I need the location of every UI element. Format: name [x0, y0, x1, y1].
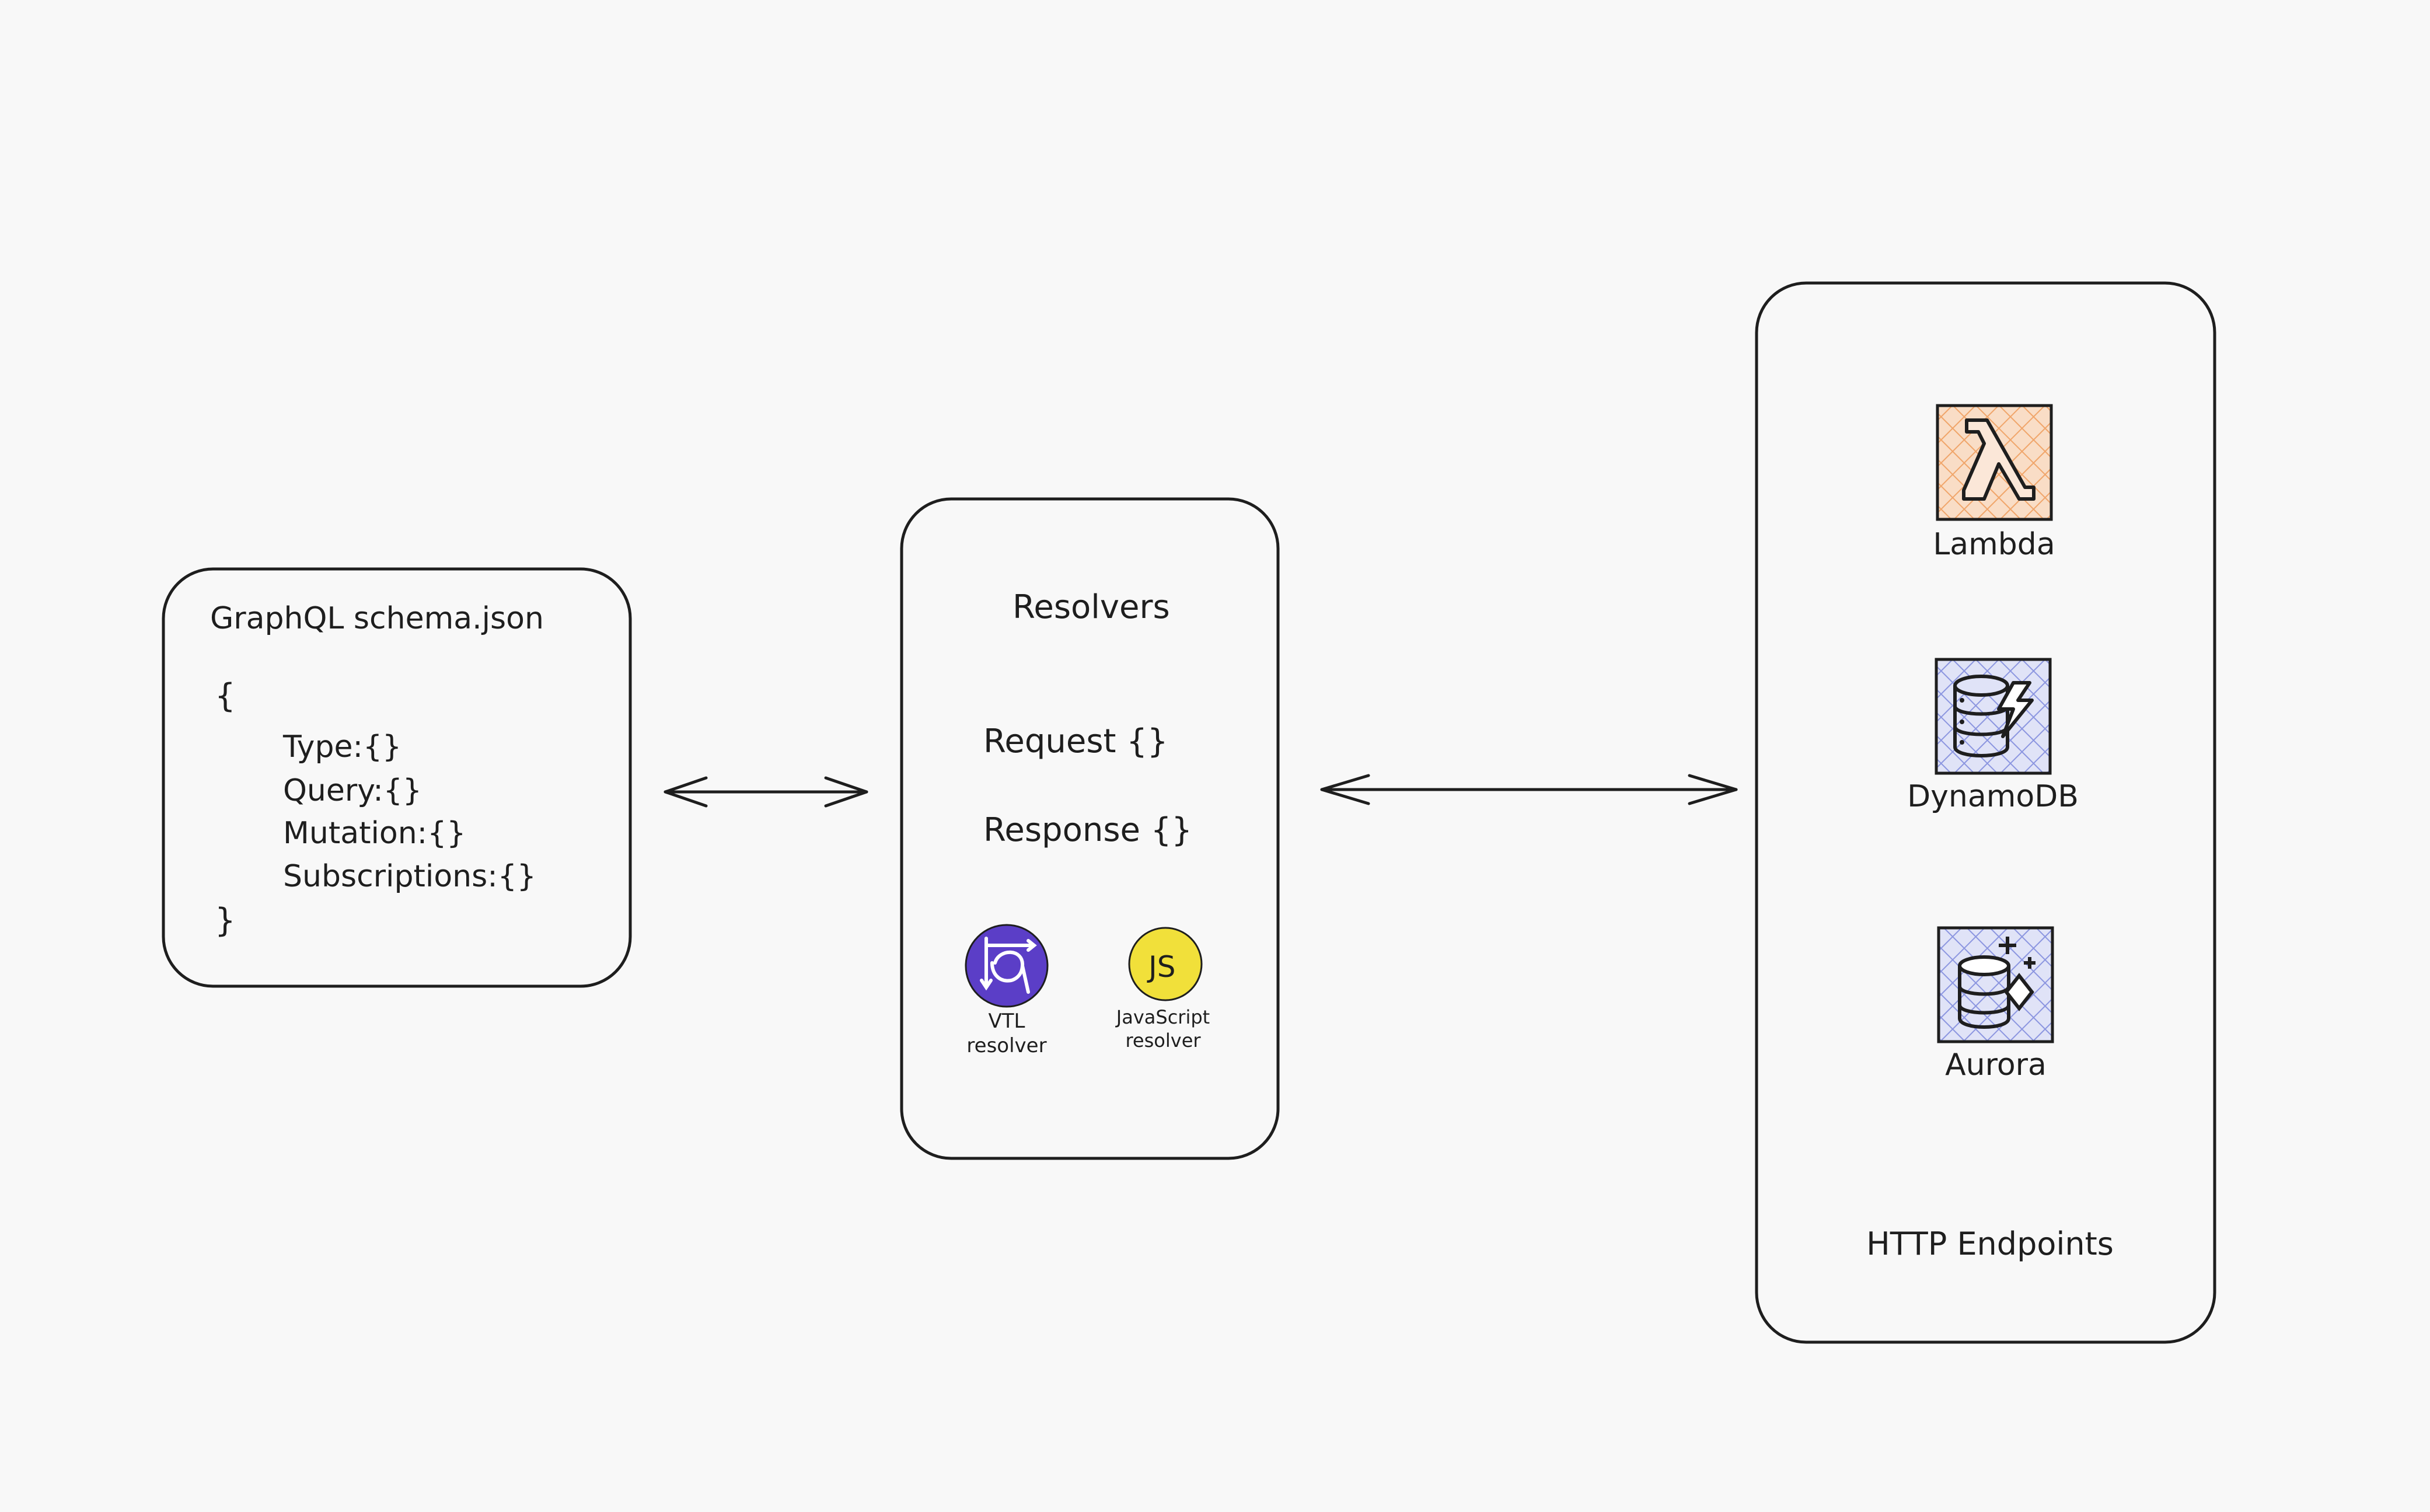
schema-box [162, 567, 632, 988]
vtl-resolver-label-line2: resolver [966, 1034, 1047, 1057]
schema-line-type: Type:{} [283, 729, 402, 764]
bidirectional-arrow-resolvers-datasources [1320, 774, 1738, 805]
http-endpoints-label: HTTP Endpoints [1866, 1225, 2114, 1262]
javascript-badge-text: JS [1148, 950, 1176, 984]
schema-line-mutation: Mutation:{} [283, 816, 466, 851]
lambda-label: Lambda [1933, 527, 2055, 562]
resolver-request: Request {} [983, 722, 1168, 760]
schema-line-subscriptions: Subscriptions:{} [283, 859, 536, 894]
schema-close-brace: } [215, 902, 236, 940]
dynamodb-icon [1935, 658, 2052, 775]
aurora-icon [1937, 926, 2054, 1043]
resolvers-title: Resolvers [1012, 588, 1170, 626]
js-resolver-label-line1: JavaScript [1116, 1006, 1210, 1028]
js-resolver-label-line2: resolver [1125, 1029, 1201, 1052]
datasources-box [1755, 281, 2216, 1344]
schema-open-brace: { [215, 677, 236, 715]
resolver-response: Response {} [983, 811, 1193, 849]
lambda-icon [1936, 404, 2053, 521]
vtl-resolver-icon [965, 924, 1049, 1008]
resolvers-box [900, 497, 1280, 1160]
bidirectional-arrow-schema-resolvers [664, 776, 868, 808]
vtl-resolver-label-line1: VTL [988, 1010, 1025, 1033]
schema-line-query: Query:{} [283, 773, 422, 808]
javascript-icon [1128, 927, 1203, 1001]
dynamodb-label: DynamoDB [1907, 779, 2079, 814]
aurora-label: Aurora [1945, 1047, 2047, 1083]
schema-title: GraphQL schema.json [210, 601, 544, 636]
